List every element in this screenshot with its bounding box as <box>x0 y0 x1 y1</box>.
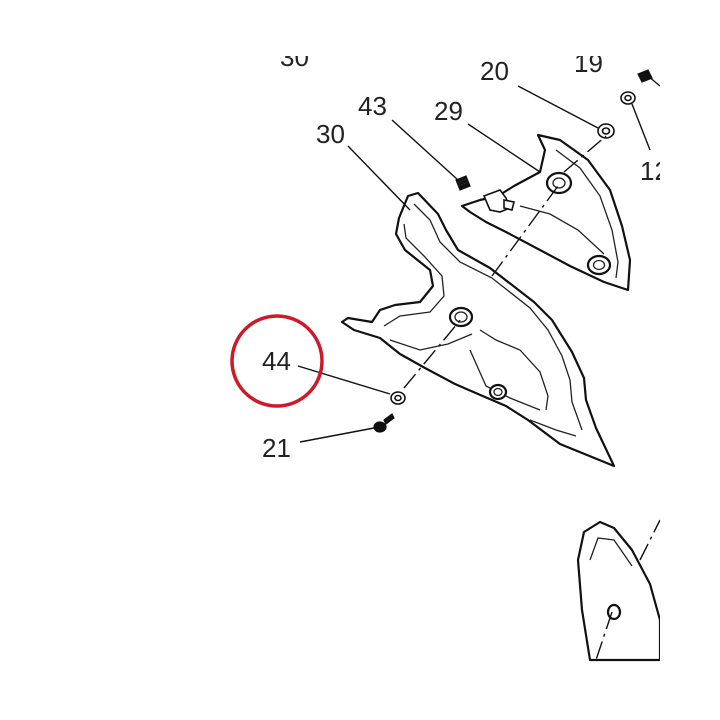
axis-line-middle <box>491 185 559 277</box>
spring-part-43 <box>455 175 471 191</box>
clip-part-29 <box>482 189 515 213</box>
leader-21 <box>299 427 375 443</box>
highlight-circle <box>230 314 324 408</box>
fairing-panel-lower <box>576 519 662 662</box>
leader-43 <box>391 119 459 181</box>
fairing-panel-30 <box>340 191 616 468</box>
washer-44 <box>390 391 406 405</box>
leader-20 <box>517 85 599 129</box>
callout-21: 21 <box>262 433 291 463</box>
leader-30 <box>347 145 411 211</box>
bolt-19 <box>637 69 661 87</box>
crop-mask-top <box>0 0 720 56</box>
callout-30: 30 <box>316 119 345 149</box>
fairing-panel-29 <box>460 133 632 292</box>
leader-29 <box>467 123 541 173</box>
callout-29: 29 <box>434 96 463 126</box>
callout-20: 20 <box>480 56 509 86</box>
screw-21 <box>373 413 395 433</box>
axis-line-right <box>563 135 607 173</box>
callout-44: 44 <box>262 346 291 376</box>
crop-mask-right <box>660 0 720 720</box>
leader-12 <box>631 103 651 151</box>
washer-12 <box>620 91 636 105</box>
axis-line-left <box>403 317 463 389</box>
callout-43: 43 <box>358 91 387 121</box>
washer-20 <box>597 123 615 139</box>
leader-44 <box>297 365 391 395</box>
